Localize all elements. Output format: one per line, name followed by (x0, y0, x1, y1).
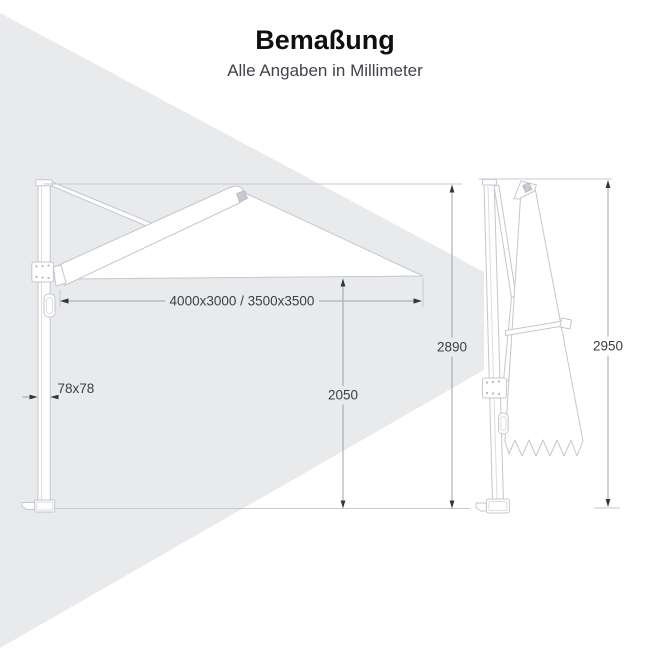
closed-arm-bracket (481, 377, 507, 399)
page-subtitle: Alle Angaben in Millimeter (227, 60, 423, 80)
bracket-arm-joint (52, 264, 67, 287)
closed-umbrella-drawing (475, 178, 620, 514)
pole-profile-label: 78x78 (58, 381, 95, 396)
closed-pole-cap (481, 178, 497, 186)
page-header: Bemaßung Alle Angaben in Millimeter (0, 25, 650, 81)
dimension-canopy-size: 4000x3000 / 3500x3500 (44, 183, 462, 309)
folded-rib-end-fitting (559, 317, 572, 330)
closed-canopy-fabric (504, 190, 584, 457)
canopy-size-label: 4000x3000 / 3500x3500 (170, 294, 315, 309)
arm-hub-connector (236, 190, 248, 203)
dimension-clearance-height: 2050 (328, 278, 358, 509)
open-umbrella-drawing (21, 179, 470, 513)
total-height-open-label: 2890 (437, 340, 467, 355)
pole (37, 182, 51, 503)
page-title: Bemaßung (255, 25, 395, 55)
closed-crank-handle-inner (500, 416, 507, 431)
clearance-height-label: 2050 (328, 388, 358, 403)
total-height-closed-label: 2950 (593, 339, 623, 354)
dimension-total-height-open: 2890 (437, 184, 467, 509)
crank-handle-inner (45, 297, 54, 314)
closed-hub-fitting (522, 182, 533, 193)
closed-base-plate-inner (488, 501, 508, 511)
spotlight-background (0, 13, 484, 648)
base-foot-pedal (21, 502, 36, 510)
pole-cap (35, 179, 53, 187)
dimension-pole-profile: 78x78 (22, 381, 95, 400)
closed-base-foot-pedal (475, 502, 487, 512)
dimension-total-height-closed: 2950 (479, 178, 623, 507)
base-plate-inner (36, 501, 54, 511)
closed-pole-edge (487, 185, 498, 501)
